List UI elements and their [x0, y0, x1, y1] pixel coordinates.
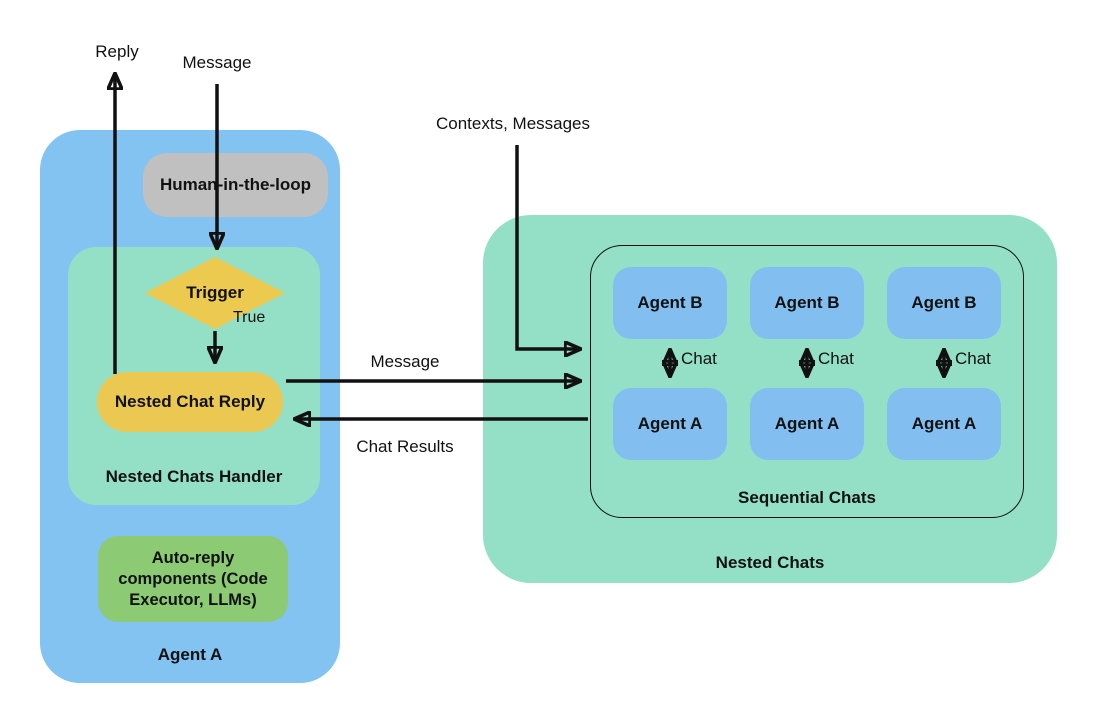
nested-chats-handler-label: Nested Chats Handler	[105, 467, 283, 486]
agent-a-inner-box: Agent A	[750, 388, 864, 460]
chat-label: Chat	[955, 349, 991, 368]
nested-chat-reply-box: Nested Chat Reply	[97, 372, 283, 432]
agent-b-box: Agent B	[887, 267, 1001, 339]
nested-chats-label: Nested Chats	[715, 553, 825, 572]
sequential-chats-label: Sequential Chats	[738, 488, 876, 507]
incoming-message-arrow-label: Message	[182, 53, 252, 72]
agent-a-inner-box: Agent A	[887, 388, 1001, 460]
auto-reply-components-box: Auto-reply components (Code Executor, LL…	[98, 536, 288, 622]
sequential-chats-box	[590, 245, 1024, 518]
chat-label: Chat	[681, 349, 717, 368]
agent-b-box: Agent B	[750, 267, 864, 339]
agent-a-inner-box: Agent A	[613, 388, 727, 460]
agent-b-box: Agent B	[613, 267, 727, 339]
human-in-the-loop-box: Human-in-the-loop	[143, 153, 328, 217]
contexts-messages-arrow-label: Contexts, Messages	[436, 114, 591, 133]
agent-a-label: Agent A	[157, 645, 223, 664]
outgoing-message-arrow-label: Message	[370, 352, 440, 371]
reply-arrow-label: Reply	[95, 42, 139, 61]
chat-results-arrow-label: Chat Results	[356, 437, 454, 456]
trigger-true-label: True	[233, 309, 266, 326]
chat-label: Chat	[818, 349, 854, 368]
